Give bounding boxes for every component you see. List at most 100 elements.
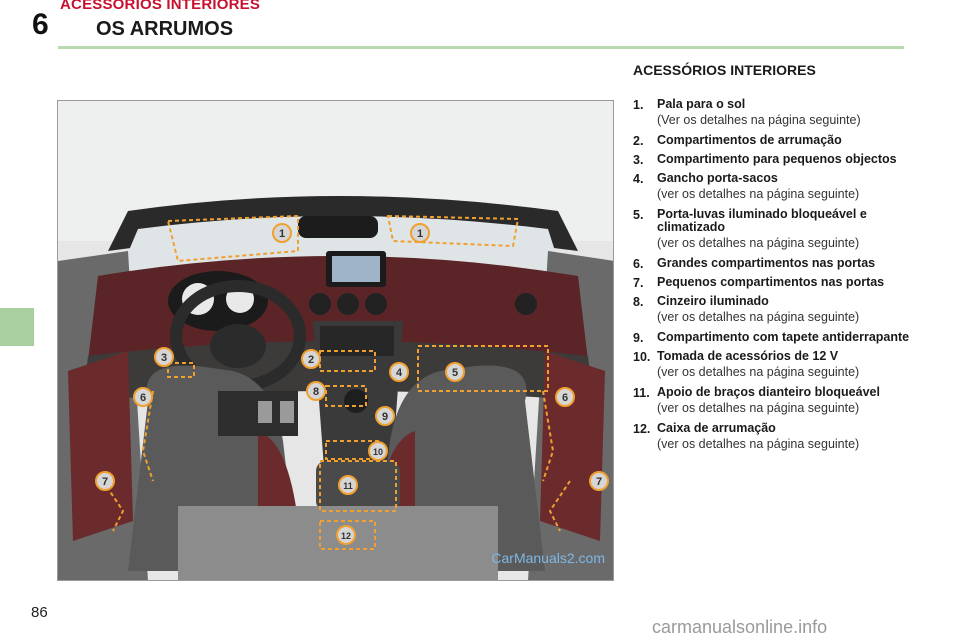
legend-item-number: 7. [633, 276, 644, 290]
callout-badge-6: 6 [133, 387, 153, 407]
legend-item-number: 12. [633, 422, 651, 436]
legend-item-number: 1. [633, 98, 644, 112]
legend-item-label: Pala para o sol [657, 97, 746, 111]
legend-item-number: 6. [633, 257, 644, 271]
rear-view-mirror [298, 216, 378, 238]
callout-label: 8 [313, 386, 319, 398]
legend-item-label: Compartimentos de arrumação [657, 133, 842, 147]
legend-item-number: 8. [633, 295, 644, 309]
legend-item: 2. Compartimentos de arrumação [633, 133, 923, 149]
ashtray-outline [325, 385, 367, 407]
legend-item-note: (ver os detalhes na página seguinte) [657, 236, 860, 250]
vent [515, 293, 537, 315]
legend-item-number: 3. [633, 153, 644, 167]
callout-badge-7: 7 [589, 471, 609, 491]
left-door-trim [68, 351, 133, 541]
callout-label: 3 [161, 352, 167, 364]
vent [337, 293, 359, 315]
callout-label: 9 [382, 411, 388, 423]
callout-badge-4: 4 [389, 362, 409, 382]
legend-item-label: Grandes compartimentos nas portas [657, 256, 876, 270]
section-heading: ACESSÓRIOS INTERIORES [633, 62, 816, 78]
callout-label: 7 [596, 476, 602, 488]
callout-badge-6: 6 [555, 387, 575, 407]
legend-item-number: 5. [633, 208, 644, 222]
callout-label: 1 [279, 228, 285, 240]
callout-badge-5: 5 [445, 362, 465, 382]
legend-item-label: Cinzeiro iluminado [657, 294, 769, 308]
legend-item-note: (ver os detalhes na página seguinte) [657, 310, 860, 324]
legend-item: 11. Apoio de braços dianteiro bloqueável (… [633, 386, 923, 416]
legend-item: 5. Porta-luvas iluminado bloqueável e cli… [633, 208, 923, 251]
legend-item-label: Tomada de acessórios de 12 V [657, 349, 839, 363]
legend-item: 12. Caixa de arrumação (ver os detalhes na… [633, 422, 923, 452]
armrest [316, 461, 400, 511]
callout-badge-8: 8 [306, 381, 326, 401]
legend-item-label: Compartimento com tapete antiderrapante [657, 330, 910, 344]
callout-label: 12 [341, 531, 351, 541]
legend-item: 1. Pala para o sol (Ver os detalhes na pág… [633, 98, 923, 128]
page-number: 86 [31, 604, 48, 621]
legend-item-number: 10. [633, 350, 651, 364]
callout-label: 5 [452, 367, 458, 379]
chapter-subtitle: ACESSÓRIOS INTERIORES [60, 0, 261, 13]
legend-item-label: Apoio de braços dianteiro bloqueável [657, 385, 880, 399]
callout-badge-2: 2 [301, 349, 321, 369]
chapter-number: 6 [32, 8, 49, 41]
legend-item-note: (Ver os detalhes na página seguinte) [657, 113, 861, 127]
vent [365, 293, 387, 315]
chapter-title: OS ARRUMOS [96, 18, 234, 40]
legend-item-note: (ver os detalhes na página seguinte) [657, 437, 860, 451]
callout-badge-7: 7 [95, 471, 115, 491]
callout-label: 1 [417, 228, 423, 240]
legend-item: 3. Compartimento para pequenos objectos [633, 152, 923, 168]
legend-item-number: 2. [633, 134, 644, 148]
rear-deck [178, 506, 498, 580]
storage-outline-3 [167, 362, 195, 378]
callout-badge-9: 9 [375, 406, 395, 426]
legend-item-label: Caixa de arrumação [657, 421, 776, 435]
legend-item: 4.Gancho porta-sacos(ver os detalhes na … [633, 172, 923, 202]
callout-label: 2 [308, 354, 314, 366]
legend-item: 6. Grandes compartimentos nas portas [633, 256, 923, 272]
nav-screen [332, 256, 380, 282]
callout-badge-3: 3 [154, 347, 174, 367]
callout-label: 10 [373, 447, 383, 457]
sun-visor-left-outline [166, 214, 299, 263]
sun-visor-right-outline [386, 214, 520, 248]
pedal [258, 401, 272, 423]
armrest-outline [319, 460, 397, 512]
legend-item-label: Compartimento para pequenos objectos [657, 152, 897, 166]
accessories-legend: 1. Pala para o sol (Ver os detalhes na pág… [633, 98, 923, 458]
callout-badge-1: 1 [410, 223, 430, 243]
small-pocket-outline-right [548, 480, 571, 532]
header-divider [58, 46, 904, 49]
legend-item-label: Pequenos compartimentos nas portas [657, 275, 885, 289]
legend-item-label: Gancho porta-sacos [657, 171, 778, 185]
steering-hub [210, 324, 266, 368]
legend-item-note: (ver os detalhes na página seguinte) [657, 401, 860, 415]
small-pocket-outline-left [102, 480, 125, 532]
footer-brand: carmanualsonline.info [652, 617, 828, 637]
legend-item: 10. Tomada de acessórios de 12 V (ver os d… [633, 350, 923, 380]
callout-label: 11 [343, 481, 353, 491]
legend-item-number: 11. [633, 386, 650, 400]
legend-item-number: 4. [633, 172, 644, 186]
legend-item-label: Porta-luvas iluminado bloqueável e clima… [657, 207, 867, 234]
glovebox-outline [417, 345, 549, 392]
callout-label: 4 [396, 367, 403, 379]
callout-label: 6 [140, 392, 146, 404]
legend-item: 9. Compartimento com tapete antiderrapant… [633, 330, 923, 346]
gear-knob [344, 389, 368, 413]
pedal [280, 401, 294, 423]
legend-item-note: (ver os detalhes na página seguinte) [657, 365, 860, 379]
callout-badge-1: 1 [272, 223, 292, 243]
legend-item-number: 9. [633, 331, 644, 345]
legend-item: 8. Cinzeiro iluminado (ver os detalhes na … [633, 295, 923, 325]
watermark: CarManuals2.com [491, 550, 605, 566]
callout-label: 6 [562, 392, 568, 404]
callout-label: 7 [102, 476, 108, 488]
callout-badge-10: 10 [368, 441, 388, 461]
callout-badge-12: 12 [336, 525, 356, 545]
